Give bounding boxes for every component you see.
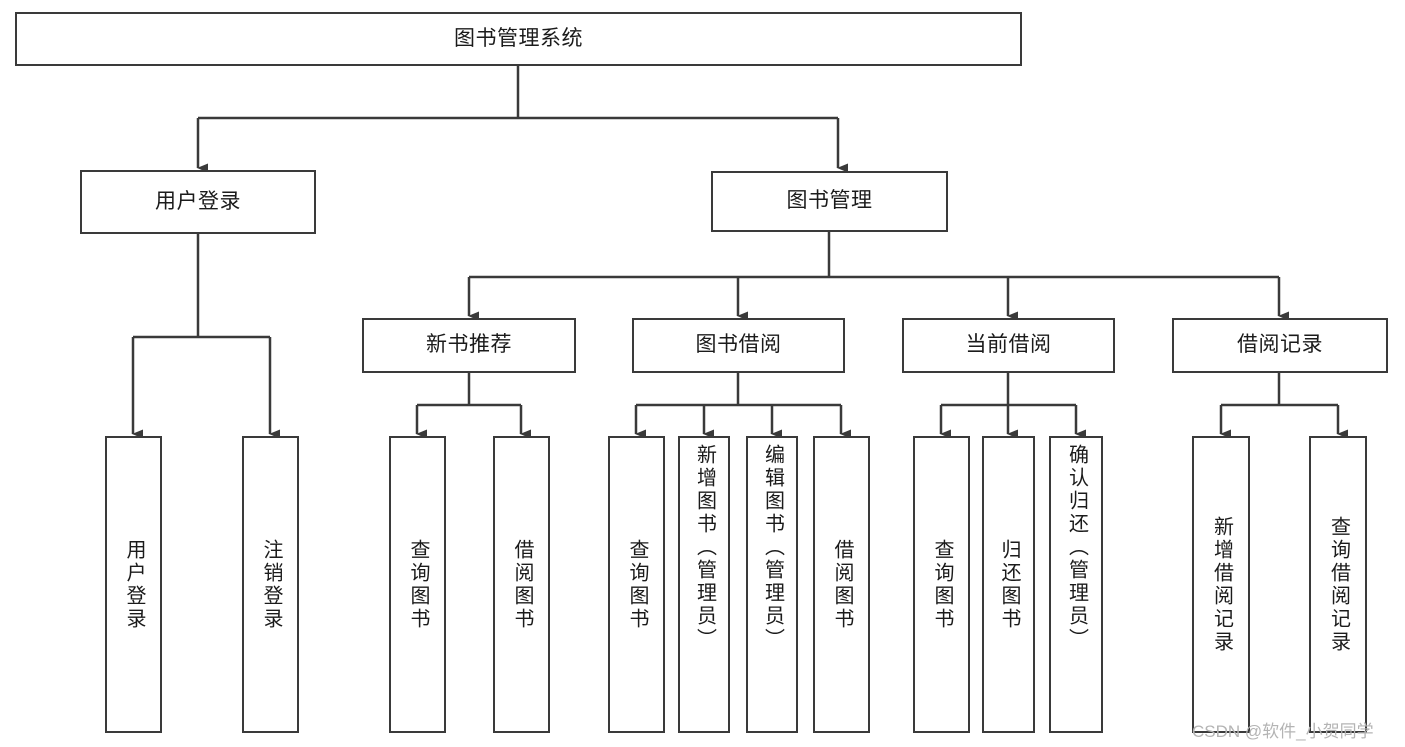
leaf-text-wrap: 注销登录 xyxy=(244,438,297,731)
node-label: 用户登录 xyxy=(155,189,241,213)
node-label: 归还图书 xyxy=(998,538,1020,631)
node-label: 查询借阅记录 xyxy=(1327,515,1350,654)
node-label: 借阅图书 xyxy=(511,538,533,631)
leaf-text-wrap: 编辑图书（管理员） xyxy=(748,438,796,737)
node-label: 确认归还（管理员） xyxy=(1065,444,1088,651)
node-leaf-current-return-book[interactable]: 归还图书 xyxy=(982,436,1035,733)
node-label: 用户登录 xyxy=(123,538,145,631)
node-root-system[interactable]: 图书管理系统 xyxy=(15,12,1022,66)
node-leaf-current-query-book[interactable]: 查询图书 xyxy=(913,436,970,733)
leaf-text-wrap: 借阅图书 xyxy=(815,438,868,731)
node-label: 查询图书 xyxy=(931,538,953,631)
node-user-login[interactable]: 用户登录 xyxy=(80,170,316,234)
leaf-text-wrap: 查询图书 xyxy=(915,438,968,731)
leaf-text-wrap: 查询图书 xyxy=(610,438,663,731)
node-label: 新书推荐 xyxy=(426,333,512,357)
node-leaf-borrow-query-book[interactable]: 查询图书 xyxy=(608,436,665,733)
leaf-text-wrap: 确认归还（管理员） xyxy=(1051,438,1101,737)
leaf-text-wrap: 新增借阅记录 xyxy=(1194,438,1248,731)
node-leaf-record-add[interactable]: 新增借阅记录 xyxy=(1192,436,1250,733)
node-leaf-record-query[interactable]: 查询借阅记录 xyxy=(1309,436,1367,733)
node-label: 当前借阅 xyxy=(965,333,1052,357)
node-leaf-user-login[interactable]: 用户登录 xyxy=(105,436,162,733)
leaf-text-wrap: 查询图书 xyxy=(391,438,444,731)
node-leaf-user-logout[interactable]: 注销登录 xyxy=(242,436,299,733)
node-label: 新增借阅记录 xyxy=(1210,515,1233,654)
node-label: 借阅记录 xyxy=(1237,333,1323,357)
node-label: 编辑图书（管理员） xyxy=(761,444,784,651)
node-label: 图书管理系统 xyxy=(454,26,583,50)
node-leaf-recommend-query-book[interactable]: 查询图书 xyxy=(389,436,446,733)
node-book-borrow[interactable]: 图书借阅 xyxy=(632,318,845,373)
node-label: 图书借阅 xyxy=(695,333,782,357)
node-new-book-recommend[interactable]: 新书推荐 xyxy=(362,318,576,373)
leaf-text-wrap: 查询借阅记录 xyxy=(1311,438,1365,731)
leaf-text-wrap: 归还图书 xyxy=(984,438,1033,731)
leaf-text-wrap: 借阅图书 xyxy=(495,438,548,731)
node-leaf-current-confirm-return[interactable]: 确认归还（管理员） xyxy=(1049,436,1103,733)
node-borrow-record[interactable]: 借阅记录 xyxy=(1172,318,1388,373)
leaf-text-wrap: 新增图书（管理员） xyxy=(680,438,728,737)
node-current-borrow[interactable]: 当前借阅 xyxy=(902,318,1115,373)
csdn-watermark: CSDN @软件_小贺同学 xyxy=(1192,722,1374,741)
node-leaf-borrow-add-book[interactable]: 新增图书（管理员） xyxy=(678,436,730,733)
node-label: 新增图书（管理员） xyxy=(693,444,716,651)
node-label: 图书管理 xyxy=(786,189,873,213)
node-label: 注销登录 xyxy=(260,538,282,631)
node-label: 查询图书 xyxy=(626,538,648,631)
node-label: 查询图书 xyxy=(407,538,429,631)
node-label: 借阅图书 xyxy=(831,538,853,631)
node-leaf-recommend-borrow-book[interactable]: 借阅图书 xyxy=(493,436,550,733)
node-leaf-borrow-lend-book[interactable]: 借阅图书 xyxy=(813,436,870,733)
leaf-text-wrap: 用户登录 xyxy=(107,438,160,731)
node-book-manage[interactable]: 图书管理 xyxy=(711,171,948,232)
node-leaf-borrow-edit-book[interactable]: 编辑图书（管理员） xyxy=(746,436,798,733)
